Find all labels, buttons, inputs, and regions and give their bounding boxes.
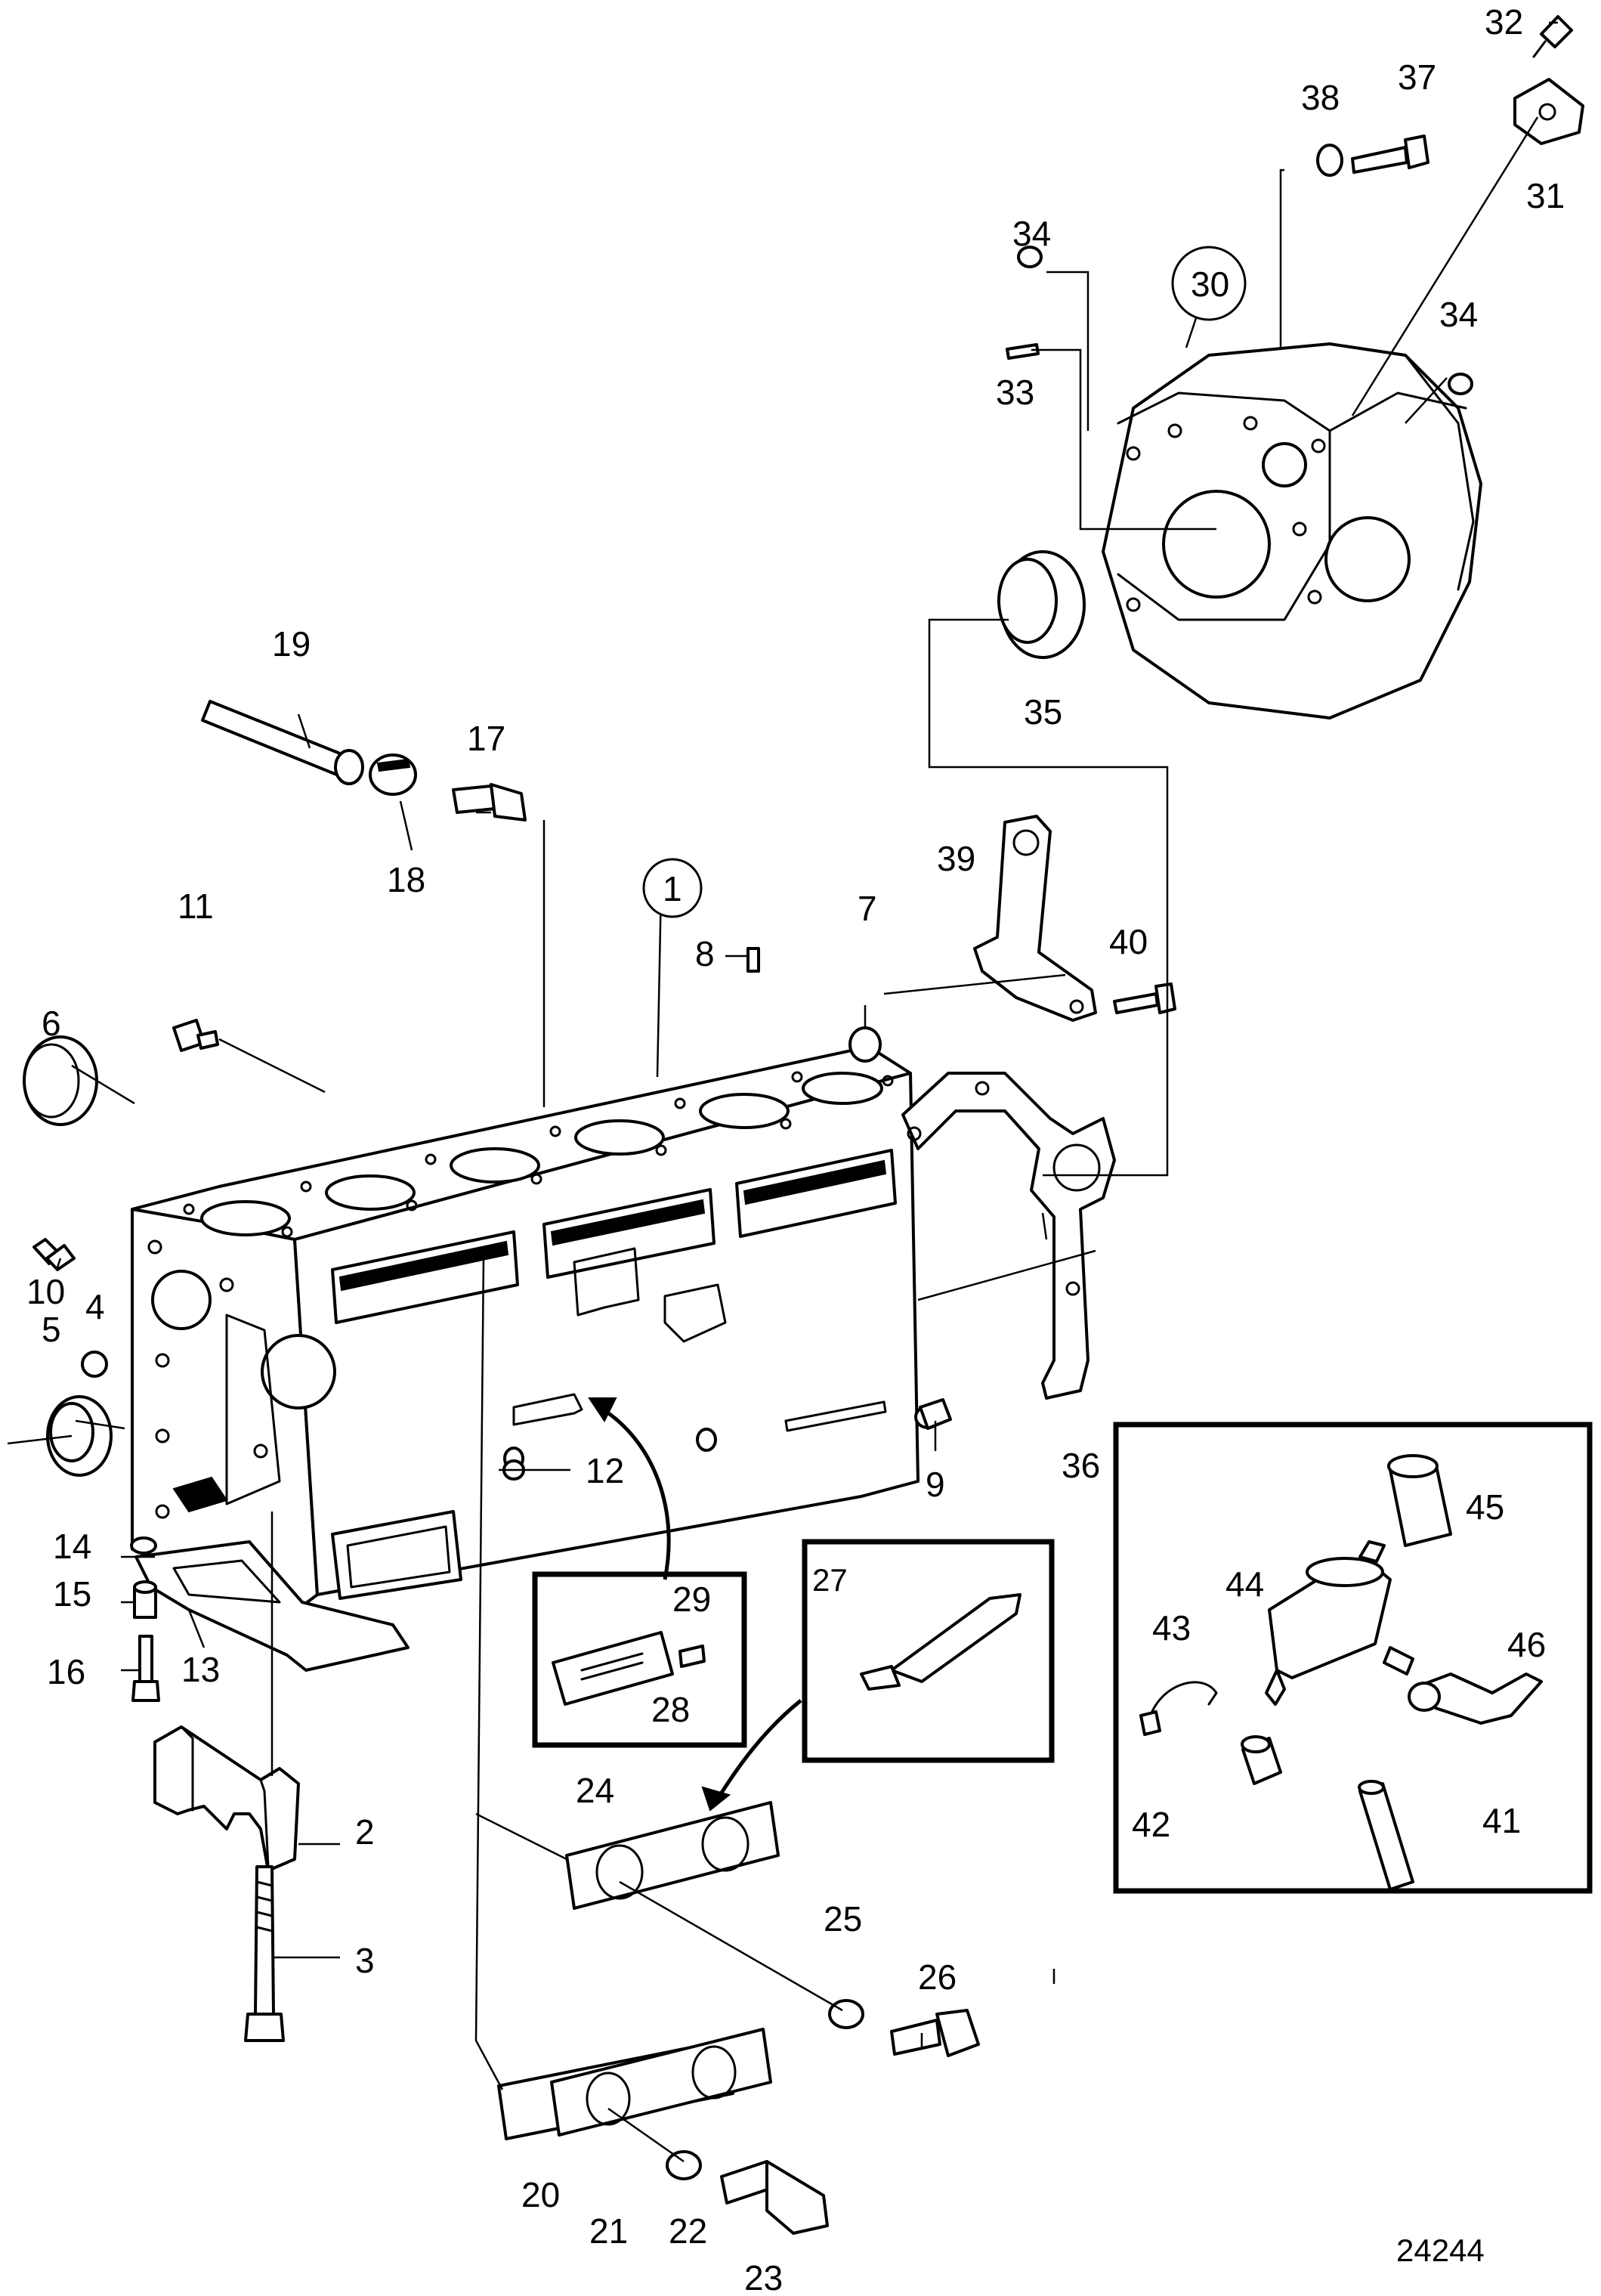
callout-30-circle (1171, 246, 1247, 321)
callout-42: 42 (1132, 1805, 1170, 1844)
callout-9: 9 (926, 1465, 945, 1504)
connector-17 (452, 783, 527, 822)
plug-7 (848, 1026, 882, 1063)
drawing-number: 24244 (1396, 2233, 1485, 2268)
sleeve-9 (919, 1398, 952, 1430)
callout-3: 3 (355, 1941, 375, 1980)
deck-bolt-holes (183, 1071, 894, 1238)
main-bearing-cap (153, 1725, 300, 1872)
washer-14 (130, 1536, 157, 1555)
main-bearing-bolt (244, 1865, 285, 2042)
callout-34a: 34 (1012, 214, 1051, 253)
arrow-nameplate (588, 1397, 671, 1580)
bolt-16 (131, 1635, 160, 1702)
callout-34b: 34 (1439, 295, 1478, 334)
washer-25 (828, 1999, 864, 2029)
callout-27: 27 (812, 1562, 848, 1598)
pipe-19 (201, 700, 364, 785)
plug-11 (172, 1019, 219, 1052)
callout-33: 33 (996, 373, 1034, 412)
callout-39: 39 (937, 839, 975, 878)
callout-20: 20 (521, 2175, 560, 2214)
callout-1: 1 (663, 869, 682, 908)
screw-40 (1113, 982, 1176, 1014)
leader-lines (7, 21, 1558, 2163)
callout-10: 10 (26, 1272, 65, 1311)
callout-26: 26 (918, 1957, 957, 1997)
inset-box-sealant (802, 1539, 1055, 1763)
inset-box-crankcase-ventilation (1113, 1422, 1593, 1894)
callout-12: 12 (586, 1451, 624, 1490)
callout-46: 46 (1507, 1625, 1546, 1664)
callout-2: 2 (355, 1812, 375, 1852)
crankshaft-seal-rear (997, 550, 1086, 659)
washer-22 (666, 2150, 702, 2180)
callout-44: 44 (1225, 1564, 1264, 1604)
callout-18: 18 (387, 860, 425, 899)
screw-26 (890, 2009, 980, 2057)
callout-45: 45 (1466, 1487, 1504, 1527)
callout-22: 22 (669, 2211, 707, 2251)
cover-plate-21 (550, 2028, 772, 2137)
callout-37: 37 (1398, 57, 1436, 97)
callout-29: 29 (672, 1580, 711, 1619)
callout-5: 5 (42, 1310, 61, 1349)
callout-24: 24 (576, 1771, 614, 1810)
callout-7: 7 (858, 889, 877, 928)
inset-box-nameplate (532, 1571, 747, 1748)
callout-41: 41 (1482, 1801, 1521, 1840)
callout-6: 6 (42, 1004, 61, 1043)
callout-13: 13 (181, 1650, 220, 1689)
callout-23: 23 (744, 2258, 783, 2296)
callout-17: 17 (467, 719, 505, 758)
hose-clamp-18 (369, 753, 417, 796)
cover-plate-24 (565, 1801, 780, 1910)
callout-28: 28 (651, 1690, 690, 1729)
callout-1-circle (642, 858, 703, 918)
callout-36: 36 (1062, 1446, 1100, 1485)
callout-4: 4 (85, 1287, 105, 1326)
callout-30: 30 (1191, 265, 1229, 304)
callout-11: 11 (178, 887, 214, 926)
housing-fasteners (1006, 15, 1584, 395)
cylinder-block (131, 1045, 941, 1608)
bracket-39 (973, 815, 1097, 1022)
pin-8 (746, 947, 760, 973)
callout-19: 19 (272, 624, 311, 664)
expansion-plug-6 (23, 1035, 98, 1126)
callout-14: 14 (53, 1527, 91, 1566)
callout-25: 25 (824, 1899, 862, 1939)
bolt-23 (720, 2160, 829, 2235)
callout-15: 15 (53, 1574, 91, 1614)
callout-43: 43 (1152, 1608, 1191, 1648)
flywheel-housing (1102, 342, 1482, 719)
callout-21: 21 (589, 2211, 628, 2251)
callout-labels: 1 2 3 4 5 6 7 8 9 10 11 12 13 14 15 16 1… (26, 2, 1565, 2296)
callout-38: 38 (1301, 78, 1340, 117)
callout-8: 8 (695, 934, 715, 973)
rear-plate-gasket (901, 1072, 1116, 1400)
spacer-15 (133, 1580, 157, 1619)
plug-4 (81, 1351, 108, 1378)
callout-16: 16 (47, 1652, 85, 1691)
arrow-sealant (701, 1699, 802, 1812)
callout-40: 40 (1109, 922, 1148, 961)
callout-32: 32 (1485, 2, 1523, 42)
sensor-10 (32, 1238, 76, 1271)
callout-35: 35 (1024, 692, 1062, 732)
front-seal (46, 1395, 113, 1477)
callout-31: 31 (1526, 176, 1565, 215)
